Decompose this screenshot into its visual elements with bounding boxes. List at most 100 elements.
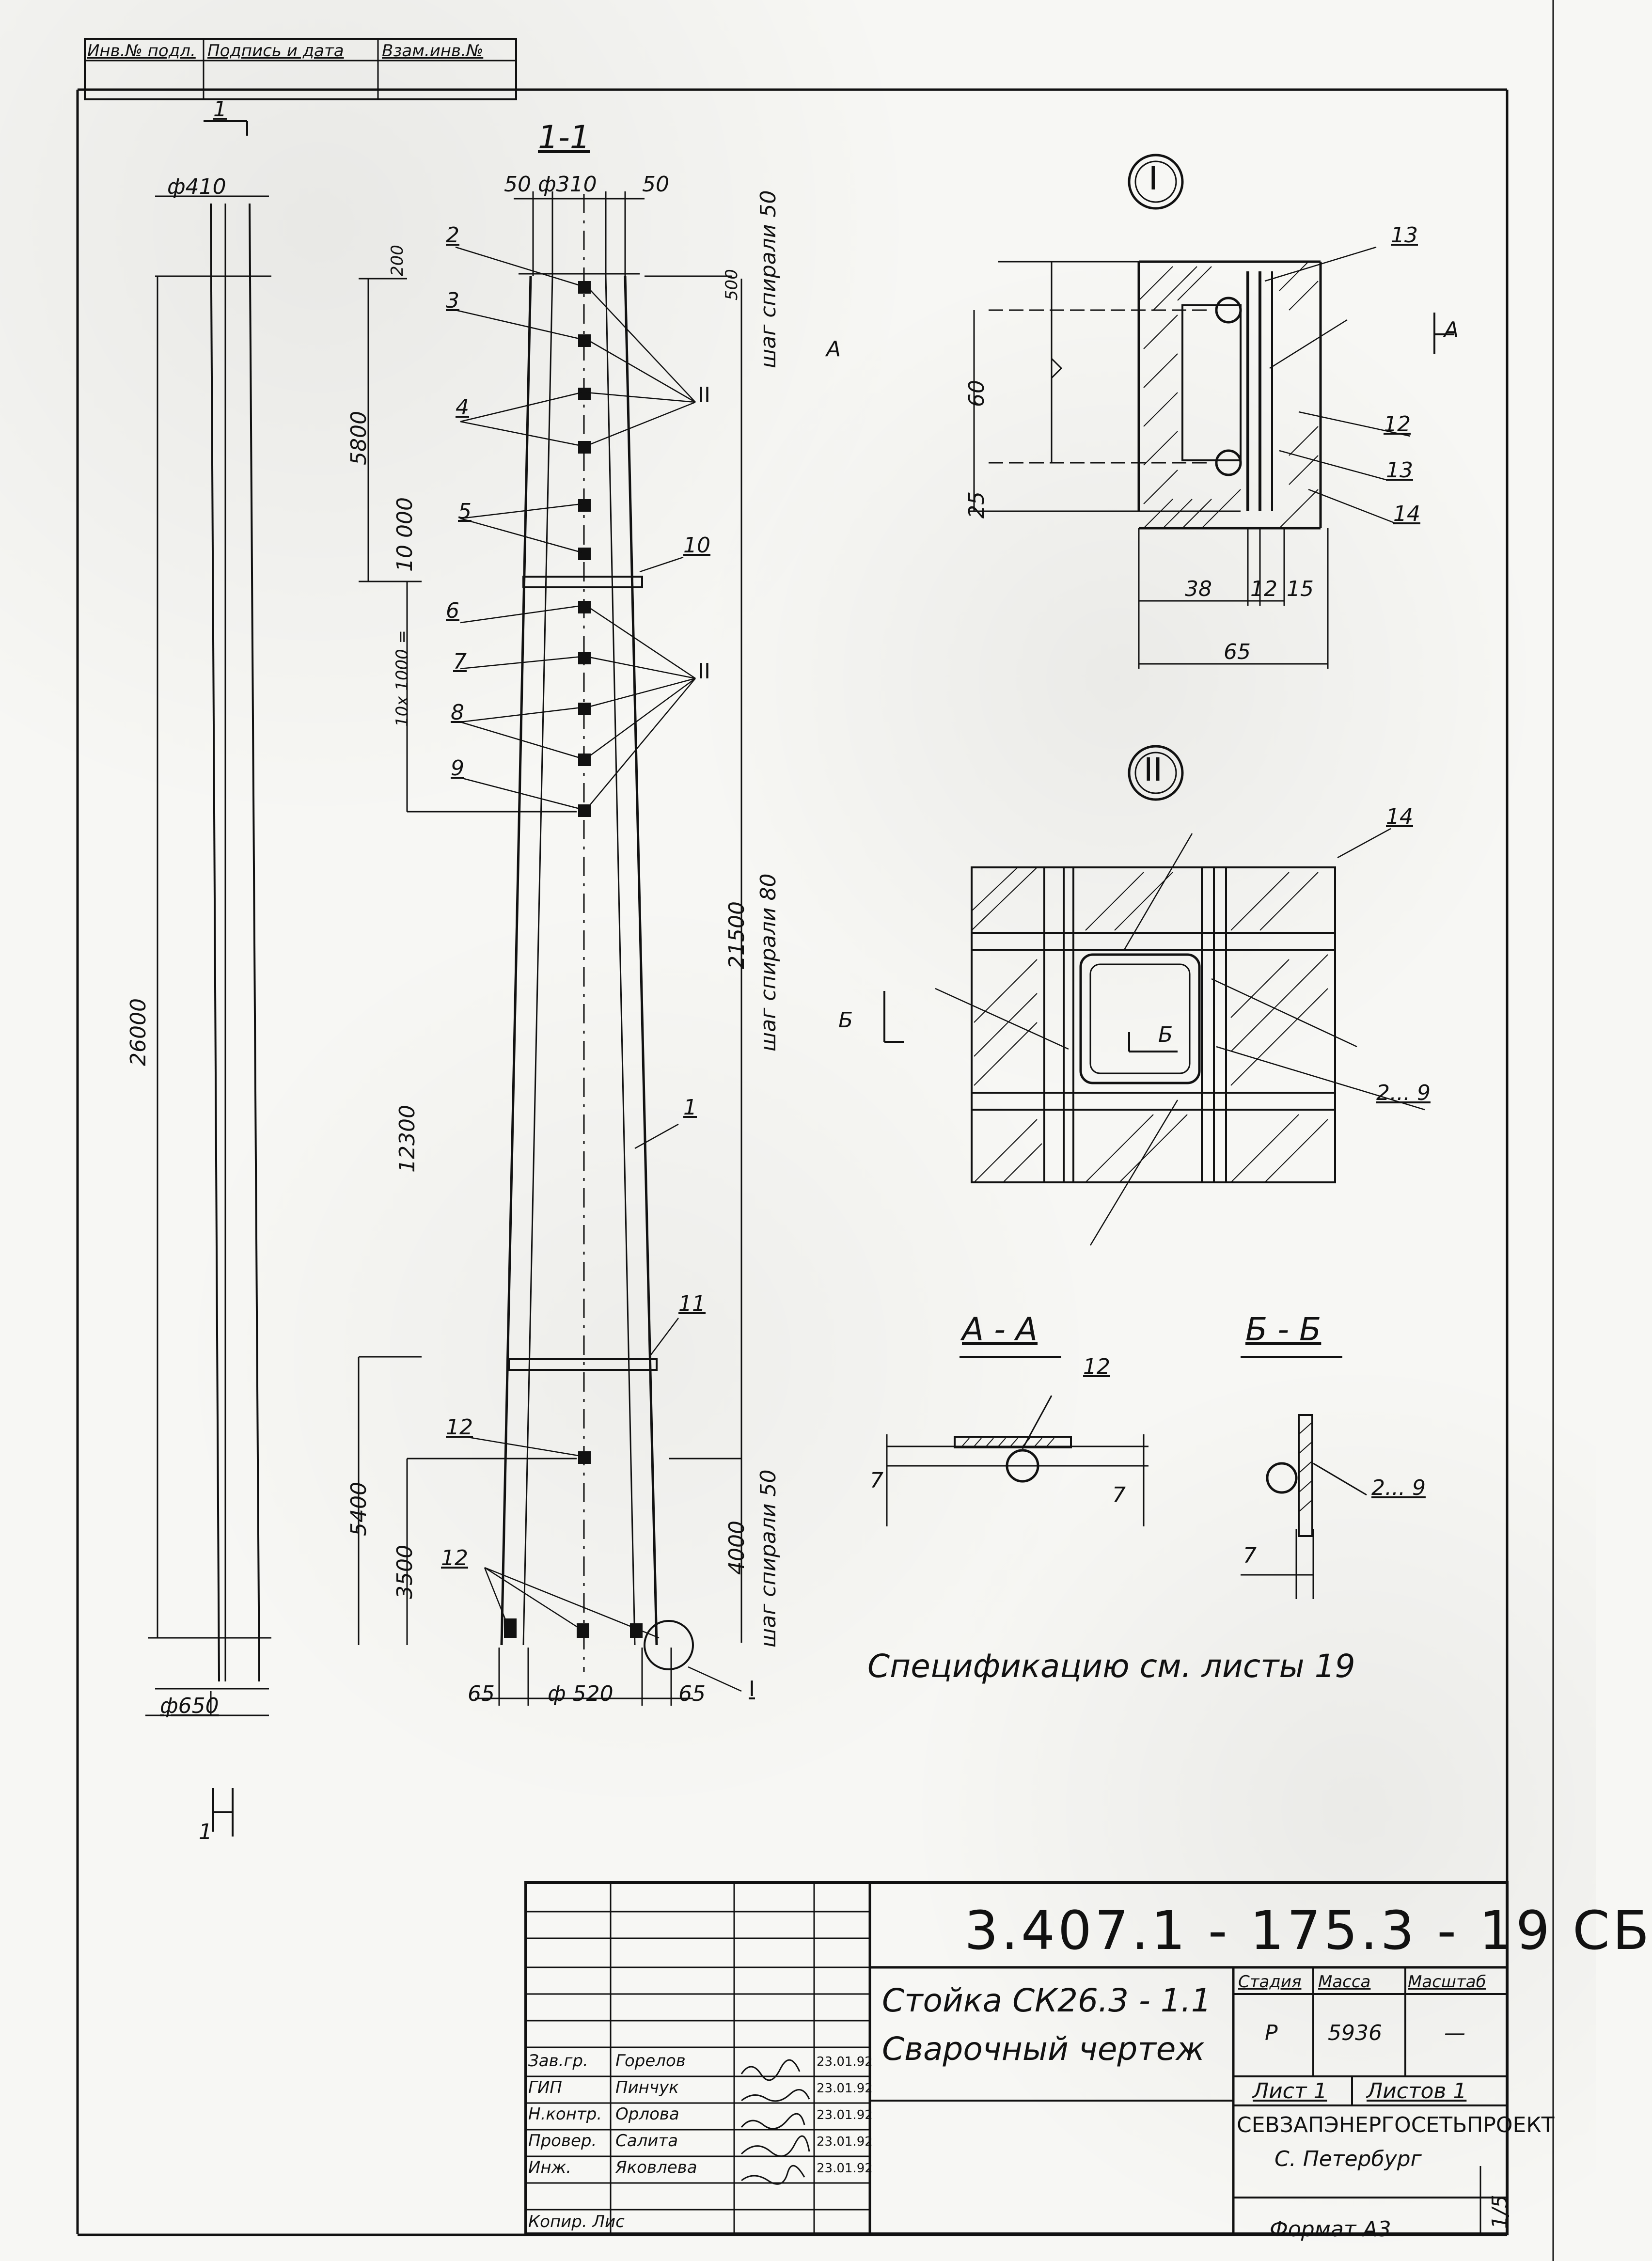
dim-4000: 4000: [724, 1521, 749, 1575]
row-role-1: Зав.гр.: [528, 2051, 588, 2071]
section-1-1-drawing: [204, 120, 742, 1837]
column-elevation: [145, 195, 271, 1716]
section-AA-title: А - А: [962, 1311, 1038, 1348]
callout-8: 8: [451, 700, 464, 725]
row-date-2: 23.01.92: [817, 2081, 873, 2096]
aa-callout-12: 12: [1083, 1354, 1110, 1379]
section-BB-title: Б - Б: [1245, 1311, 1322, 1348]
row-name-5: Яковлева: [615, 2158, 697, 2177]
sheet-side-mark: 1/5: [1488, 2195, 1512, 2229]
callout-I-bottom: I: [749, 1677, 755, 1701]
organization-city: С. Петербург: [1274, 2147, 1422, 2171]
node-I-detail: [969, 154, 1454, 669]
callout-II-top: II: [698, 383, 710, 408]
section-BB-drawing: [1241, 1356, 1367, 1599]
embedded-plates: [504, 281, 643, 1638]
callout-6: 6: [446, 598, 459, 623]
node-II-detail: [883, 745, 1425, 1246]
callout-10: 10: [683, 533, 710, 558]
callout-12-bottom: 12: [441, 1546, 468, 1570]
node-I-callout-14: 14: [1393, 502, 1420, 526]
row-role-2: ГИП: [528, 2078, 562, 2097]
node-I-circle: [644, 1620, 694, 1670]
cut-marker-bottom: 1: [199, 1820, 212, 1844]
row-role-3: Н.контр.: [528, 2104, 602, 2124]
dim-26000: 26000: [126, 998, 151, 1066]
node-I-title: I: [1149, 160, 1158, 197]
row-date-4: 23.01.92: [817, 2135, 873, 2149]
row-role-5: Инж.: [528, 2158, 572, 2177]
marker-A: А: [826, 337, 841, 361]
dim-5800: 5800: [346, 411, 371, 465]
callout-11: 11: [678, 1291, 706, 1316]
row-date-5: 23.01.92: [817, 2161, 873, 2176]
spiral-step-middle: шаг спирали 80: [756, 873, 781, 1052]
aa-dim-7-right: 7: [1112, 1483, 1126, 1507]
dim-d520: ф 520: [548, 1681, 614, 1706]
dim-5400: 5400: [346, 1482, 371, 1536]
drawing-title-line2: Сварочный чертеж: [882, 2030, 1205, 2068]
callout-7: 7: [453, 649, 467, 674]
diaphragm-11: [508, 1358, 658, 1371]
dim-12300: 12300: [395, 1105, 420, 1173]
col-stage: Стадия: [1238, 1972, 1302, 1992]
node-II-title: II: [1144, 751, 1163, 788]
aa-dim-7-left: 7: [870, 1468, 883, 1493]
organization-name: СЕВЗАПЭНЕРГОСЕТЬПРОЕКТ: [1237, 2113, 1555, 2137]
row-name-1: Горелов: [615, 2051, 686, 2071]
sheet-number: Лист 1: [1253, 2079, 1327, 2104]
row-date-3: 23.01.92: [817, 2108, 873, 2122]
node-I-dim-12: 12: [1250, 577, 1277, 601]
bb-dim-7: 7: [1243, 1543, 1257, 1568]
scale-value: —: [1444, 2021, 1465, 2045]
dim-200: 200: [388, 245, 407, 276]
sheet-format: Формат А3: [1270, 2217, 1391, 2242]
node-II-callout-14: 14: [1386, 804, 1413, 829]
title-block-grid: [524, 1881, 1509, 2235]
col-mass: Масса: [1318, 1972, 1371, 1992]
sheets-count: Листов 1: [1367, 2079, 1467, 2104]
callout-2: 2: [446, 223, 459, 248]
stamp-cell-inv: Инв.№ подл.: [87, 41, 196, 61]
copied-by: Копир. Лис: [528, 2212, 625, 2231]
section-1-1-title: 1-1: [538, 119, 590, 156]
dim-bottom-right-65: 65: [678, 1681, 706, 1706]
callout-5: 5: [458, 499, 472, 524]
dim-top-left-50: 50: [504, 172, 531, 197]
dim-top-right-50: 50: [642, 172, 669, 197]
specification-note: Спецификацию см. листы 19: [867, 1648, 1355, 1685]
drawing-canvas: [76, 0, 1554, 2261]
stamp-cell-replace: Взам.инв.№: [382, 41, 484, 61]
node-II-callout-2-9: 2... 9: [1376, 1081, 1431, 1105]
mass-value: 5936: [1328, 2021, 1382, 2045]
row-date-1: 23.01.92: [817, 2055, 873, 2069]
stamp-cell-sign: Подпись и дата: [207, 41, 344, 61]
col-scale: Масштаб: [1408, 1972, 1486, 1992]
node-I-dim-38: 38: [1185, 577, 1212, 601]
node-I-callout-12: 12: [1384, 412, 1411, 437]
dim-500: 500: [722, 269, 741, 300]
dim-10x1000: 10х 1000 =: [393, 629, 412, 727]
callout-4: 4: [456, 395, 469, 420]
callout-9: 9: [451, 756, 464, 781]
dim-3500: 3500: [393, 1545, 417, 1599]
callout-1: 1: [683, 1095, 697, 1120]
stamp-frame: [84, 38, 517, 100]
spiral-step-bottom: шаг спирали 50: [756, 1469, 781, 1648]
row-name-2: Пинчук: [615, 2078, 679, 2097]
dim-21500: 21500: [724, 901, 749, 969]
marker-A-node: А: [1444, 317, 1459, 342]
section-AA-drawing: [886, 1356, 1149, 1526]
spiral-step-top: шаг спирали 50: [756, 190, 781, 368]
marker-B-node: Б: [1158, 1022, 1173, 1047]
bb-callout-2-9: 2... 9: [1371, 1476, 1426, 1500]
signatures: [740, 2059, 810, 2185]
row-name-3: Орлова: [615, 2104, 679, 2124]
dim-bottom-left-65: 65: [468, 1681, 495, 1706]
dim-10000: 10 000: [393, 497, 417, 572]
callout-12-top: 12: [446, 1415, 473, 1440]
stage-value: Р: [1265, 2021, 1278, 2045]
dim-d650: ф650: [160, 1694, 219, 1718]
node-I-dim-60: 60: [964, 380, 989, 407]
marker-B: Б: [838, 1008, 853, 1033]
